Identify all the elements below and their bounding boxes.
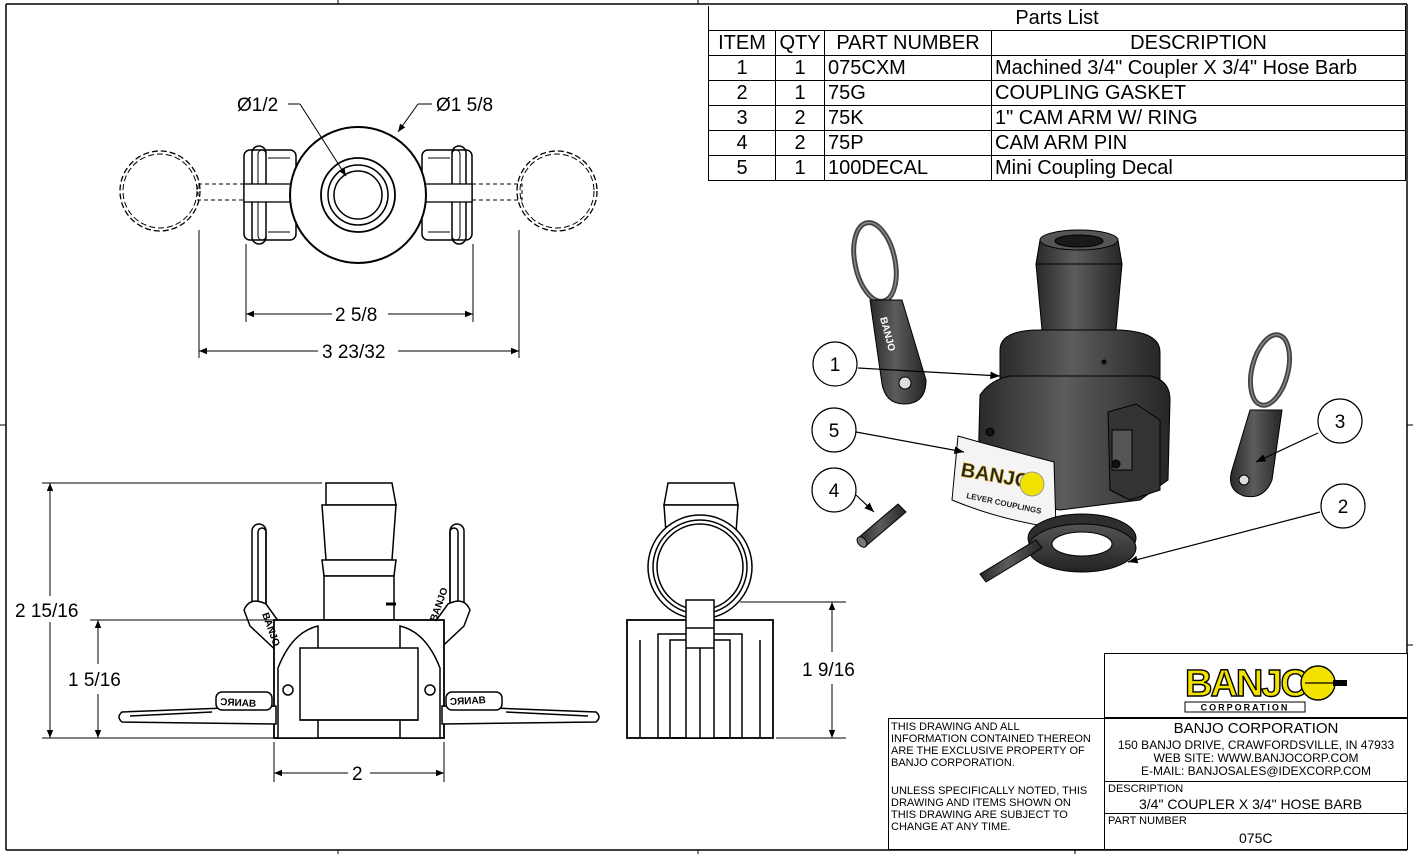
cell-item: 4: [708, 130, 776, 156]
ownership-notice: THIS DRAWING AND ALL INFORMATION CONTAIN…: [891, 721, 1091, 769]
dim-overall-width: 3 23/32: [322, 342, 385, 363]
side-view-dimensions: [740, 601, 846, 739]
iso-cam-arm-left: BANJO: [851, 220, 927, 405]
header-qty: QTY: [775, 30, 825, 56]
header-part-number: PART NUMBER: [824, 30, 992, 56]
cell-description: Machined 3/4" Coupler X 3/4" Hose Barb: [991, 55, 1406, 81]
notice-box: THIS DRAWING AND ALL INFORMATION CONTAIN…: [888, 718, 1105, 850]
parts-list-title-row: Parts List: [708, 6, 1406, 31]
cell-item: 1: [708, 55, 776, 81]
company-name: BANJO CORPORATION: [1173, 720, 1339, 737]
balloon-labels: 1 5 4 3 2: [829, 355, 1349, 518]
change-notice: UNLESS SPECIFICALLY NOTED, THIS DRAWING …: [891, 785, 1088, 833]
iso-cam-arm-pin: [856, 503, 907, 548]
company-website: WEB SITE: WWW.BANJOCORP.COM: [1153, 751, 1359, 765]
cell-item: 2: [708, 80, 776, 106]
part-number-box: PART NUMBER 075C: [1104, 813, 1408, 850]
svg-text:ƆЯИAB: ƆЯИAB: [220, 697, 257, 710]
company-email: E-MAIL: BANJOSALES@IDEXCORP.COM: [1140, 764, 1371, 778]
part-number-label: PART NUMBER: [1108, 815, 1187, 827]
iso-cam-arm-right: [1230, 332, 1293, 498]
logo-subtitle: CORPORATION: [1201, 703, 1290, 713]
dim-body-width: 2 5/8: [335, 305, 377, 326]
dim-base-width: 2: [352, 764, 363, 785]
cell-qty: 1: [775, 80, 825, 106]
cell-qty: 2: [775, 130, 825, 156]
cell-part-number: 75G: [824, 80, 992, 106]
balloon-5: 5: [829, 421, 840, 442]
parts-list-title: Parts List: [708, 6, 1406, 31]
table-row: 5 1 100DECAL Mini Coupling Decal: [708, 155, 1406, 181]
isometric-view: BANJO BANJO LEVER COUPLINGS: [851, 220, 1293, 583]
logo-box: BANJO CORPORATION: [1104, 653, 1408, 718]
cell-description: Mini Coupling Decal: [991, 155, 1406, 181]
parts-list-header-row: ITEM QTY PART NUMBER DESCRIPTION: [708, 30, 1406, 56]
parts-list-table: Parts List ITEM QTY PART NUMBER DESCRIPT…: [708, 6, 1406, 181]
balloon-4: 4: [829, 481, 840, 502]
cell-qty: 1: [775, 155, 825, 181]
description-box: DESCRIPTION 3/4" COUPLER X 3/4" HOSE BAR…: [1104, 781, 1408, 814]
banjo-logo: BANJO CORPORATION: [1184, 662, 1347, 713]
cell-item: 3: [708, 105, 776, 131]
table-row: 3 2 75K 1" CAM ARM W/ RING: [708, 105, 1406, 131]
logo-wordmark: BANJO: [1185, 663, 1308, 705]
description-value: 3/4" COUPLER X 3/4" HOSE BARB: [1139, 796, 1363, 812]
balloon-1: 1: [830, 355, 841, 376]
dim-body-height: 1 5/16: [68, 670, 121, 691]
top-view-dimensions: [198, 103, 520, 358]
dim-side-height: 1 9/16: [802, 660, 855, 681]
table-row: 4 2 75P CAM ARM PIN: [708, 130, 1406, 156]
iso-decal: BANJO LEVER COUPLINGS: [951, 435, 1057, 529]
front-view-dim-labels: 2 15/16 1 5/16 2: [15, 601, 363, 785]
header-description: DESCRIPTION: [991, 30, 1406, 56]
front-view-dimensions: [42, 482, 445, 782]
description-label: DESCRIPTION: [1108, 783, 1184, 795]
side-view: [626, 482, 774, 739]
table-row: 1 1 075CXM Machined 3/4" Coupler X 3/4" …: [708, 55, 1406, 81]
front-view: [118, 482, 600, 739]
cell-part-number: 75K: [824, 105, 992, 131]
company-address: 150 BANJO DRIVE, CRAWFORDSVILLE, IN 4793…: [1117, 738, 1395, 752]
dim-outer-diameter: Ø1 5/8: [436, 95, 493, 116]
balloons: [811, 341, 1366, 564]
balloon-3: 3: [1335, 412, 1346, 433]
cell-qty: 2: [775, 105, 825, 131]
part-number-value: 075C: [1239, 830, 1273, 846]
iso-gasket: [1027, 513, 1137, 573]
cell-item: 5: [708, 155, 776, 181]
dim-overall-height: 2 15/16: [15, 601, 78, 622]
table-row: 2 1 75G COUPLING GASKET: [708, 80, 1406, 106]
cell-description: COUPLING GASKET: [991, 80, 1406, 106]
header-item: ITEM: [708, 30, 776, 56]
dim-inner-diameter: Ø1/2: [237, 95, 278, 116]
cell-description: CAM ARM PIN: [991, 130, 1406, 156]
svg-text:ƆЯИAB: ƆЯИAB: [450, 695, 487, 708]
cell-part-number: 100DECAL: [824, 155, 992, 181]
company-box: BANJO CORPORATION 150 BANJO DRIVE, CRAWF…: [1104, 718, 1408, 782]
balloon-2: 2: [1338, 497, 1349, 518]
cell-part-number: 075CXM: [824, 55, 992, 81]
top-view: [119, 126, 598, 264]
cell-qty: 1: [775, 55, 825, 81]
cell-description: 1" CAM ARM W/ RING: [991, 105, 1406, 131]
cell-part-number: 75P: [824, 130, 992, 156]
top-view-dim-labels: Ø1/2 Ø1 5/8 2 5/8 3 23/32: [237, 95, 493, 363]
